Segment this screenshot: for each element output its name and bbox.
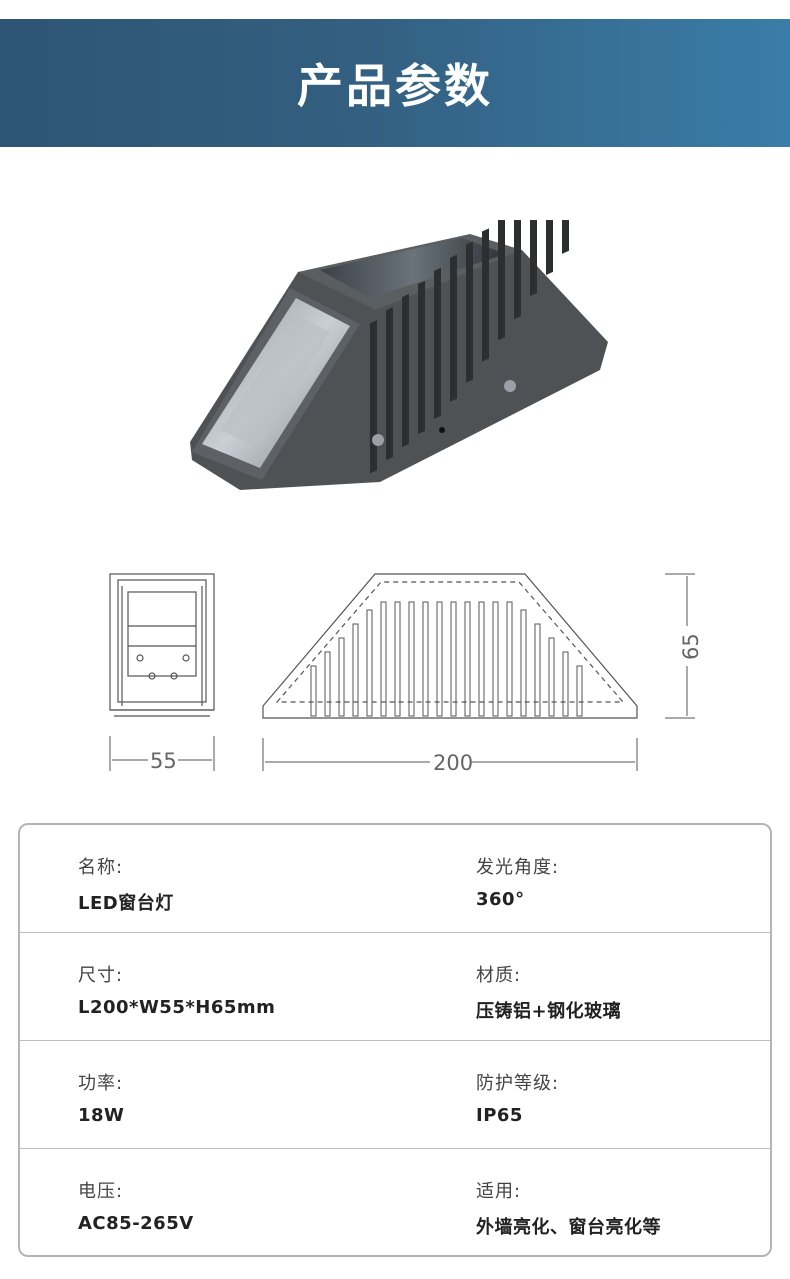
spec-cell: 材质: 压铸铝+钢化玻璃 [420, 933, 770, 1040]
spec-value-voltage: AC85-265V [78, 1213, 194, 1234]
spec-key-application: 适用: [476, 1181, 522, 1202]
spec-key-power: 功率: [78, 1073, 124, 1094]
spec-cell: 发光角度: 360° [420, 825, 770, 932]
spec-cell: 电压: AC85-265V [20, 1149, 420, 1255]
height-dimension-label: 65 [679, 633, 703, 660]
spec-row: 尺寸: L200*W55*H65mm 材质: 压铸铝+钢化玻璃 [20, 933, 770, 1041]
screw-icon [504, 380, 516, 392]
spec-cell: 尺寸: L200*W55*H65mm [20, 933, 420, 1040]
width-dimension-label: 55 [150, 749, 177, 773]
heatsink-fins [370, 220, 569, 474]
spec-table: 名称: LED窗台灯 发光角度: 360° 尺寸: L200*W55*H65mm… [18, 823, 772, 1257]
spec-key-protection: 防护等级: [476, 1073, 560, 1094]
spec-cell: 功率: 18W [20, 1041, 420, 1148]
spec-key-name: 名称: [78, 857, 124, 878]
spec-row: 电压: AC85-265V 适用: 外墙亮化、窗台亮化等 [20, 1149, 770, 1255]
spec-value-beam-angle: 360° [476, 889, 525, 910]
front-view-drawing: 55 [109, 573, 215, 773]
spec-cell: 适用: 外墙亮化、窗台亮化等 [420, 1149, 770, 1255]
screw-icon [372, 434, 384, 446]
header-banner: 产品参数 [0, 19, 790, 147]
spec-key-size: 尺寸: [78, 965, 124, 986]
spec-key-material: 材质: [476, 965, 522, 986]
spec-value-protection: IP65 [476, 1105, 523, 1126]
spec-row: 名称: LED窗台灯 发光角度: 360° [20, 825, 770, 933]
spec-value-size: L200*W55*H65mm [78, 997, 276, 1018]
spec-row: 功率: 18W 防护等级: IP65 [20, 1041, 770, 1149]
length-dimension-label: 200 [433, 751, 473, 775]
page-title: 产品参数 [297, 59, 493, 113]
spec-cell: 防护等级: IP65 [420, 1041, 770, 1148]
spec-value-material: 压铸铝+钢化玻璃 [476, 1001, 622, 1022]
spec-cell: 名称: LED窗台灯 [20, 825, 420, 932]
side-view-drawing: 200 65 [262, 573, 703, 775]
spec-value-name: LED窗台灯 [78, 893, 174, 914]
spec-value-application: 外墙亮化、窗台亮化等 [476, 1217, 661, 1238]
spec-key-voltage: 电压: [78, 1181, 124, 1202]
spec-key-beam-angle: 发光角度: [476, 857, 560, 878]
product-photo [190, 220, 608, 490]
spec-value-power: 18W [78, 1105, 125, 1126]
